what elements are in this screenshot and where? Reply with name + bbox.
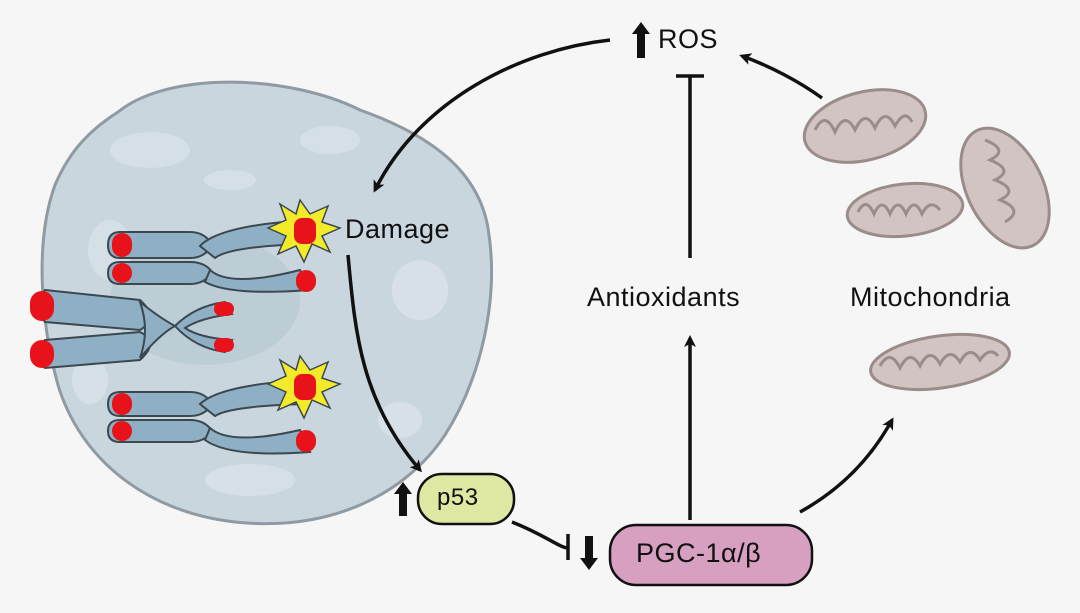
antioxidants-label: Antioxidants bbox=[587, 282, 741, 312]
up-arrow-icon bbox=[632, 22, 650, 58]
up-arrow-icon bbox=[394, 482, 412, 516]
chromosome-2 bbox=[30, 288, 234, 370]
mitochondrion-1 bbox=[802, 88, 928, 164]
damage-star-2 bbox=[266, 354, 343, 420]
pgc-node bbox=[608, 523, 814, 587]
p53-node bbox=[416, 472, 516, 526]
mitochondrion-3 bbox=[845, 181, 965, 239]
arrow-damage-to-p53 bbox=[346, 254, 422, 473]
arrow-mitochondria-to-ros bbox=[739, 53, 824, 100]
arrow-pgc-to-mitochondria bbox=[799, 417, 894, 514]
ros-label: ROS bbox=[658, 24, 719, 54]
p53-label: p53 bbox=[437, 484, 479, 511]
mitochondrion-2 bbox=[959, 126, 1051, 250]
mitochondria-label: Mitochondria bbox=[850, 282, 1011, 312]
pgc-label: PGC-1α/β bbox=[636, 538, 762, 568]
inhibit-p53-to-pgc bbox=[511, 520, 569, 550]
nucleus-texture bbox=[72, 126, 448, 496]
down-arrow-icon bbox=[580, 536, 598, 570]
damage-star-1 bbox=[266, 198, 343, 264]
damage-label: Damage bbox=[345, 214, 451, 244]
mitochondrion-4 bbox=[869, 332, 1011, 392]
arrow-ros-to-damage bbox=[373, 38, 611, 193]
